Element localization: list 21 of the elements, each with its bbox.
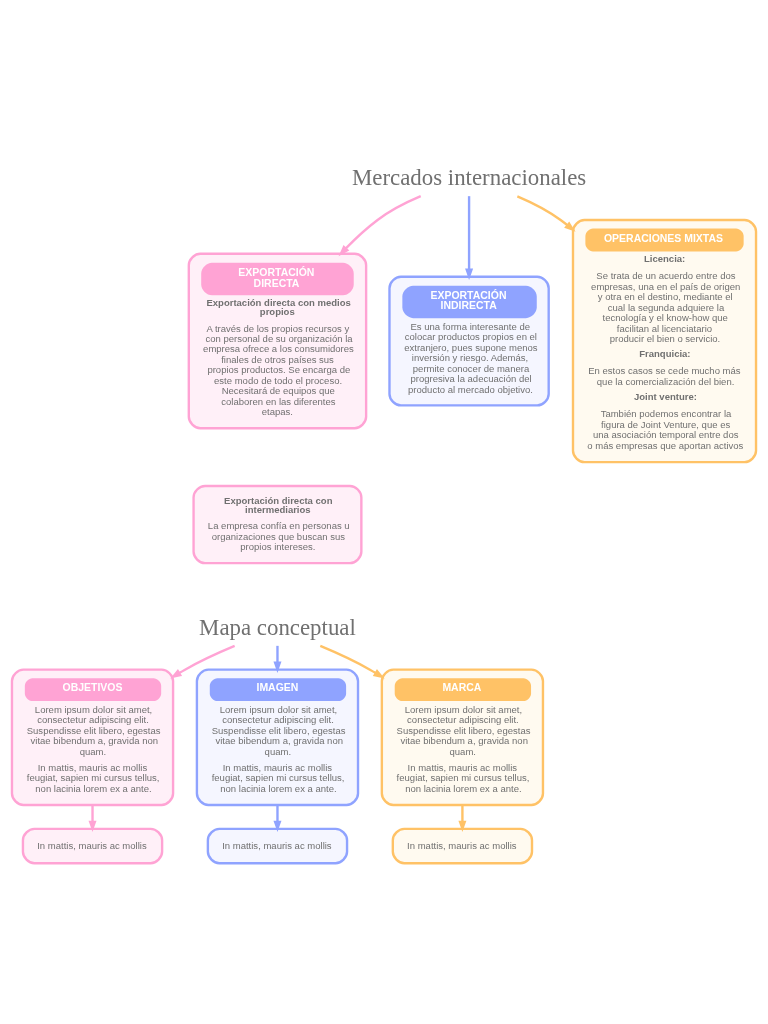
arrow [273,645,282,673]
arrow [338,194,422,256]
arrow [88,804,97,832]
node-box: In mattis, mauris ac mollis [206,827,349,864]
arrow [319,644,385,678]
node-box: Exportación directa con intermediarios La empresa confía en personas u organizaciones que buscan sus propios intereses. [192,484,363,564]
arrow [458,804,467,832]
arrow [465,195,474,280]
node-text: Mapa conceptual [199,614,356,640]
arrow [170,644,236,678]
node-box: EXPORTACIÓN DIRECTA Exportación directa con medios propios A través de los propios recursos y con personal de su organización la empresa ofrece a los consumidores finales de otros países sus propios productos. Se encarga de este modo de todo el proceso. Necesitará de equipos que colaboren en las diferentes etapas. [187,252,368,429]
node-box: IMAGEN Lorem ipsum dolor sit amet, consectetur adipiscing elit. Suspendisse elit libero, egestas vitae bibendum a, gravida non quam. In mattis, mauris ac mollis feugiat, sapien mi cursus tellus, non lacinia lorem ex a ante. [195,667,360,806]
node-box: OBJETIVOS Lorem ipsum dolor sit amet, consectetur adipiscing elit. Suspendisse elit libero, egestas vitae bibendum a, gravida non quam. In mattis, mauris ac mollis feugiat, sapien mi cursus tellus, non lacinia lorem ex a ante. [10,667,175,806]
node-text: Mercados internacionales [351,164,587,190]
node-box: MARCA Lorem ipsum dolor sit amet, consectetur adipiscing elit. Suspendisse elit libero, egestas vitae bibendum a, gravida non quam. In mattis, mauris ac mollis feugiat, sapien mi cursus tellus, non lacinia lorem ex a ante. [380,667,545,806]
node-box: EXPORTACIÓN INDIRECTA Es una forma interesante de colocar productos propios en el extranjero, pues supone menos inversión y riesgo. Además, permite conocer de manera progresiva la adecuación del producto al mercado objetivo. [388,275,550,407]
node-box: In mattis, mauris ac mollis [391,827,534,864]
node-box: OPERACIONES MIXTAS Licencia: Se trata de un acuerdo entre dos empresas, una en el país de origen y otra en el destino, mediante el cual la segunda adquiere la tecnología y el know-how que facilitan al licenciatario producir el bien o servicio. Franquicia: En estos casos se cede mucho más que la comercialización del bien. Joint venture: También podemos encontrar la figura de Joint Venture, que es una asociación temporal entre dos o más empresas que aportan activos [571,218,758,463]
arrow [273,804,282,832]
node-box: In mattis, mauris ac mollis [21,827,164,864]
arrow [516,194,576,232]
